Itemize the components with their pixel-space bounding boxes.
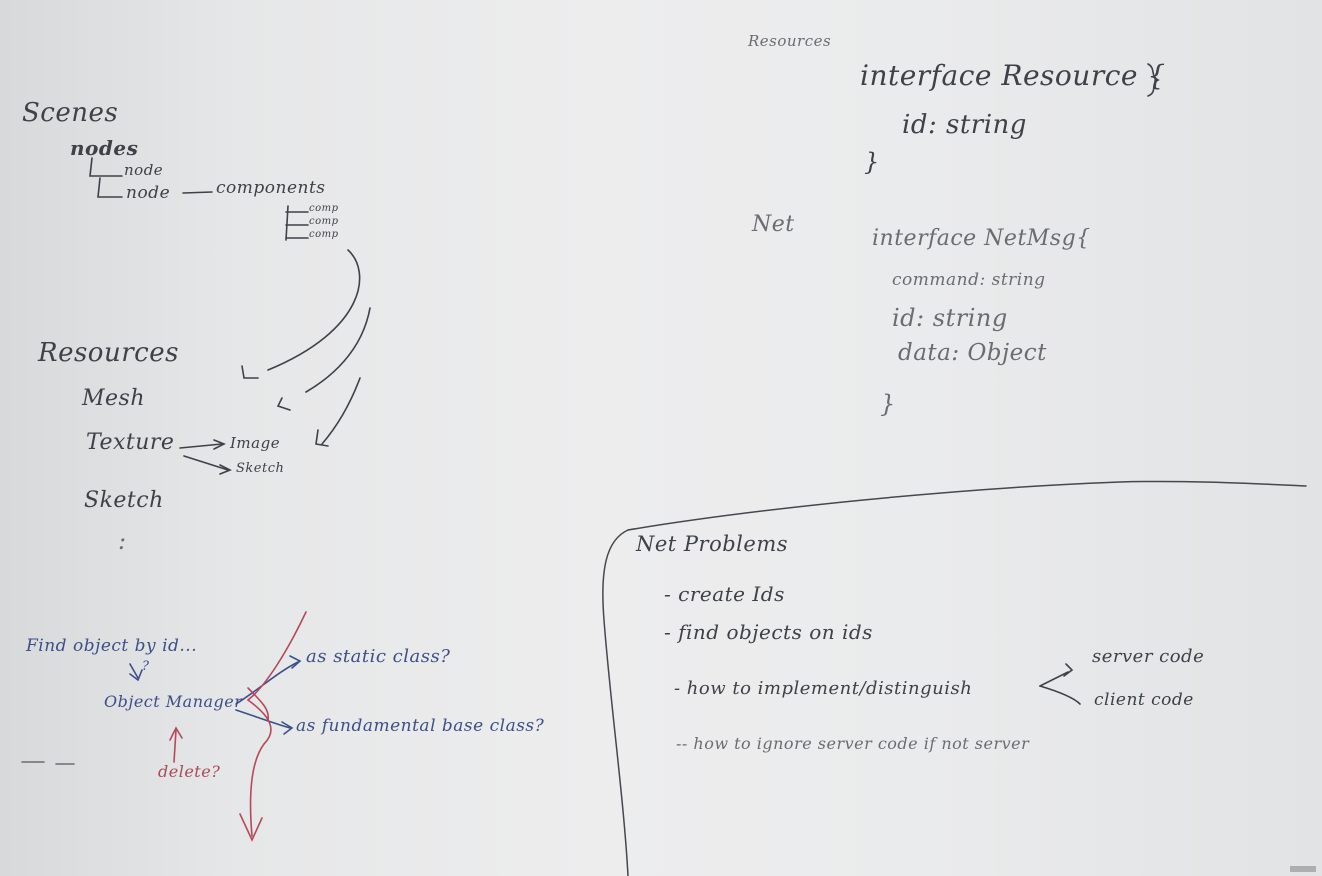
netmsg-command-line: command: string: [892, 270, 1046, 290]
find-by-id-note: Find object by id...: [26, 636, 198, 656]
arrow: [183, 455, 229, 471]
object-manager-label: Object Manager: [104, 692, 243, 711]
resources-heading: Resources: [38, 338, 179, 368]
as-static-note: as static class?: [306, 646, 451, 667]
brace: [1147, 63, 1160, 97]
question-mark: ?: [142, 659, 150, 674]
net-title: Net: [752, 212, 795, 237]
ellipsis: :: [118, 527, 127, 555]
corner-mark: [1290, 866, 1316, 872]
comp-item: comp: [309, 229, 339, 240]
tree-connector: [285, 205, 289, 241]
comp-item: comp: [309, 203, 339, 214]
curved-arrow: [305, 307, 371, 393]
arrow: [235, 709, 291, 729]
arrow: [129, 663, 139, 679]
net-problem-item: - how to implement/distinguish: [674, 678, 973, 699]
arrow: [179, 443, 223, 449]
net-problems-title: Net Problems: [636, 532, 789, 556]
delete-note: delete?: [158, 762, 221, 781]
netmsg-data-line: data: Object: [898, 340, 1047, 366]
netmsg-interface-line: interface NetMsg{: [872, 226, 1091, 251]
sketch-label: Sketch: [84, 488, 164, 513]
tree-connector: [97, 177, 123, 198]
server-code-label: server code: [1092, 646, 1205, 667]
sketch-small-label: Sketch: [236, 461, 285, 476]
mesh-label: Mesh: [82, 386, 146, 411]
as-fundamental-note: as fundamental base class?: [296, 716, 545, 736]
net-problem-item: - create Ids: [664, 582, 785, 606]
curved-arrow: [267, 249, 361, 371]
resources-title: Resources: [748, 32, 832, 50]
net-problem-item: - find objects on ids: [664, 620, 873, 644]
dash-line: [182, 191, 213, 194]
branch-arrow: [1039, 671, 1069, 687]
nodes-label: nodes: [70, 136, 139, 160]
node-item: node: [124, 161, 164, 179]
resource-interface-line: interface Resource {: [860, 59, 1166, 92]
texture-label: Texture: [86, 430, 175, 455]
scenes-heading: Scenes: [22, 98, 119, 128]
components-label: components: [216, 178, 326, 198]
branch-arrow: [1039, 685, 1081, 705]
tree-connector: [89, 157, 123, 177]
arrow: [235, 661, 299, 705]
resource-id-line: id: string: [902, 110, 1027, 140]
divider-line: [627, 480, 1307, 531]
netmsg-id-line: id: string: [892, 304, 1008, 332]
netmsg-close-brace: }: [880, 390, 896, 418]
box-edge: [602, 529, 629, 876]
node-item: node: [126, 183, 171, 203]
arrow: [173, 729, 177, 763]
curved-arrow: [321, 377, 361, 445]
image-label: Image: [230, 434, 281, 452]
net-problem-item: -- how to ignore server code if not serv…: [676, 734, 1030, 753]
comp-item: comp: [309, 216, 339, 227]
resource-close-brace: }: [864, 148, 880, 176]
client-code-label: client code: [1094, 690, 1194, 710]
